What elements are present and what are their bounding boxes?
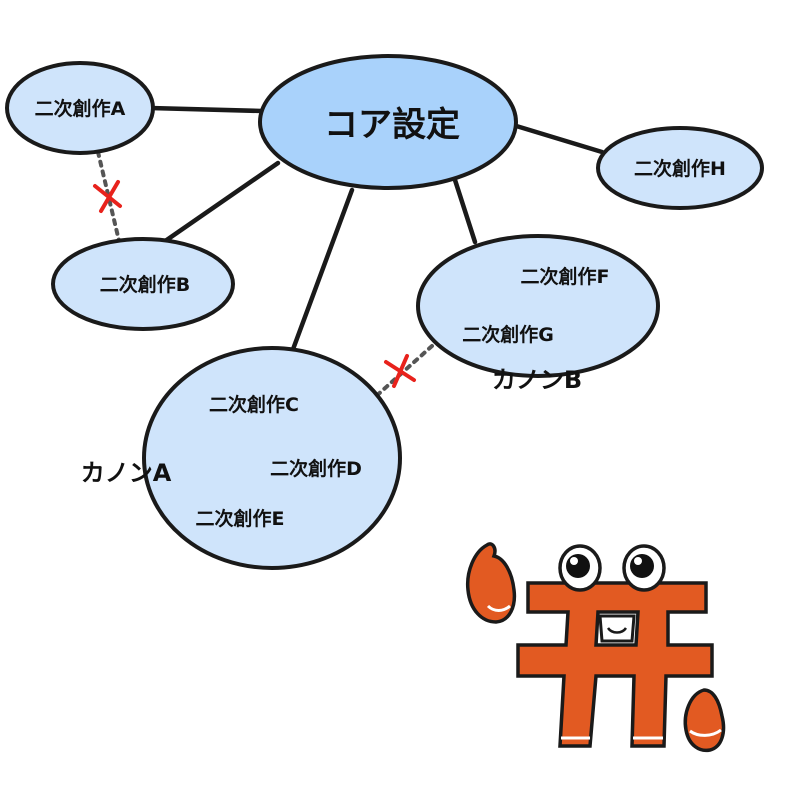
- work-label-a: 二次創作A: [35, 97, 126, 120]
- mascot-right-foot: [683, 688, 726, 753]
- mascot-eyes: [558, 544, 666, 592]
- node-group-cde: [142, 346, 402, 570]
- canon-label-a: カノンA: [81, 459, 172, 487]
- dotted-link-a-b: [96, 150, 122, 247]
- node-work-h: [596, 126, 764, 210]
- work-label-h: 二次創作H: [634, 157, 726, 180]
- node-core: [258, 54, 518, 190]
- work-label-d: 二次創作D: [270, 457, 362, 480]
- node-work-b: [51, 237, 235, 331]
- edge-core-h: [510, 122, 605, 155]
- mascot-body: [516, 581, 714, 748]
- node-work-a: [5, 61, 155, 155]
- edge-core-a: [147, 105, 265, 114]
- mascot-left-hand: [465, 542, 517, 624]
- work-label-c: 二次創作C: [209, 393, 299, 416]
- mascot-character: [465, 542, 726, 753]
- node-group-fg: [416, 234, 660, 378]
- x-mark-icon: [384, 354, 416, 388]
- work-label-f: 二次創作F: [521, 265, 610, 288]
- core-label: コア設定: [324, 105, 460, 145]
- mascot-mouth: [598, 614, 636, 643]
- work-label-g: 二次創作G: [462, 323, 554, 346]
- canon-label-b: カノンB: [492, 366, 582, 394]
- edge-core-c: [289, 187, 355, 355]
- edge-core-fg: [452, 177, 478, 245]
- x-mark-icon: [93, 180, 122, 213]
- work-label-b: 二次創作B: [100, 273, 190, 296]
- connector-lines: [147, 105, 605, 355]
- work-label-e: 二次創作E: [196, 507, 285, 530]
- edge-core-b: [155, 160, 281, 249]
